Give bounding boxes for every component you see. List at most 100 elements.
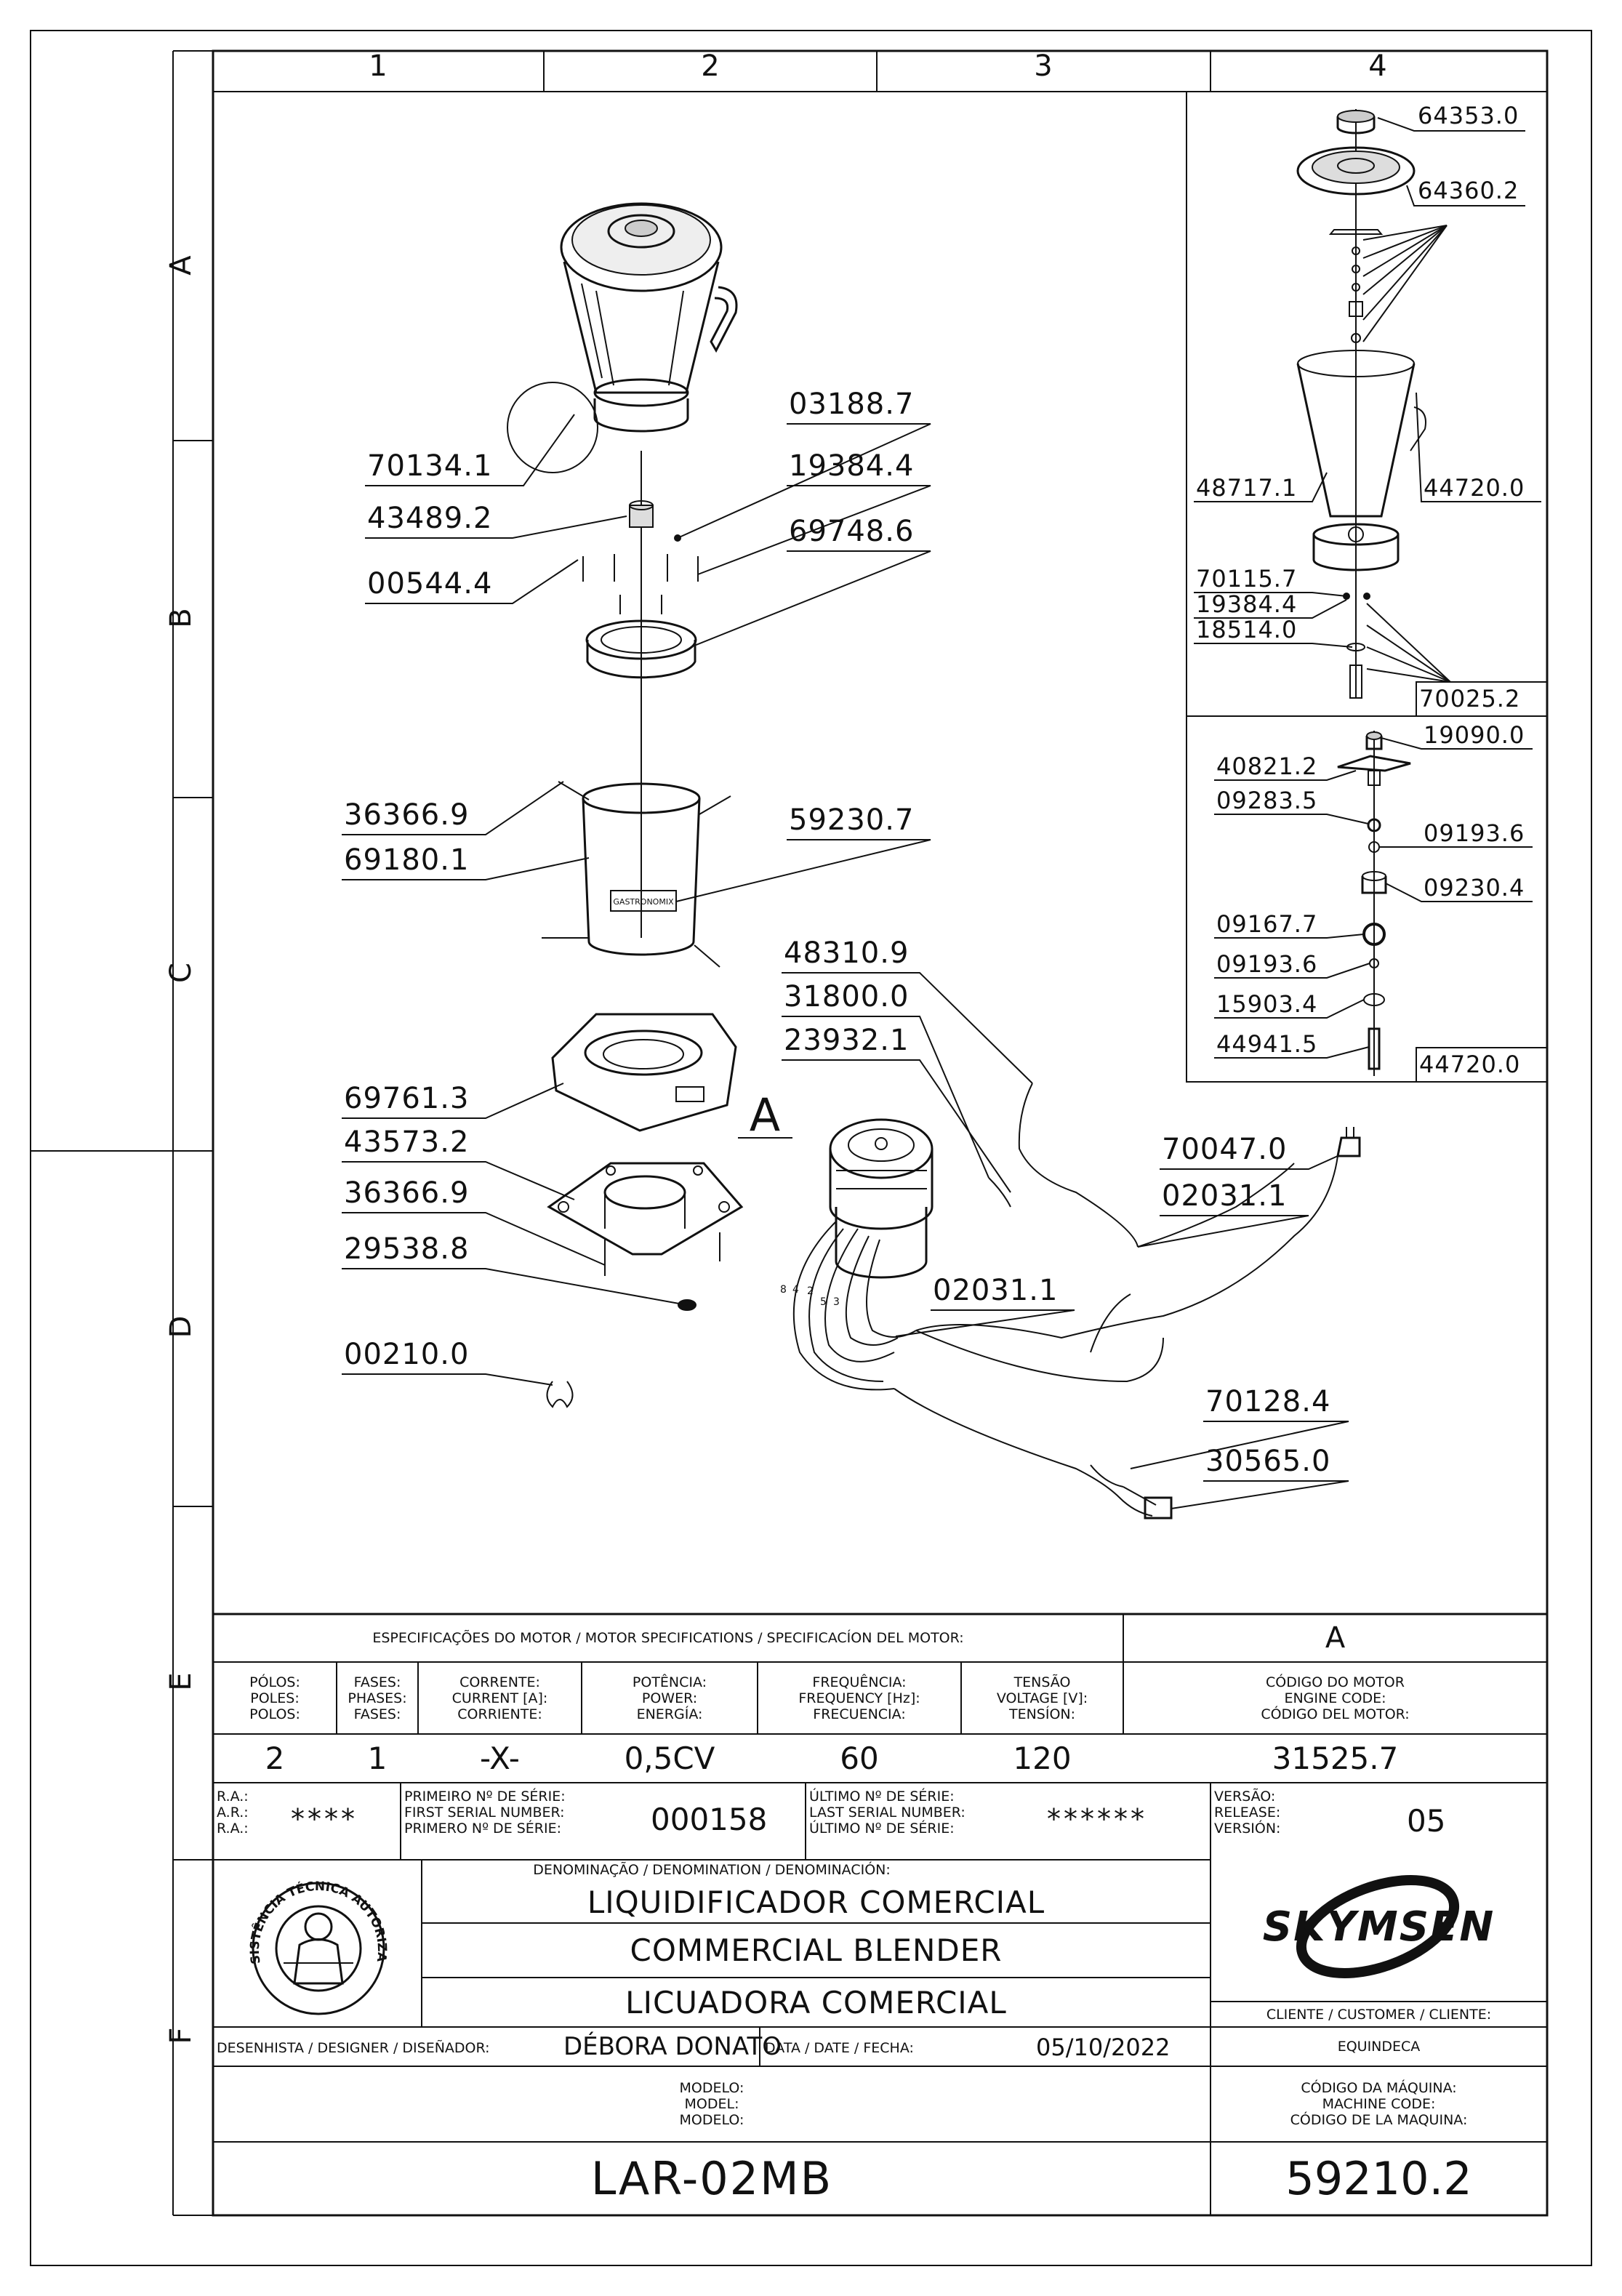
wire-number: 8 <box>780 1284 787 1296</box>
poles-header: PÓLOS:POLES:POLOS: <box>249 1674 300 1722</box>
date-value: 05/10/2022 <box>1036 2034 1171 2061</box>
grid-col-3: 3 <box>1034 49 1052 83</box>
part-label: 30565.0 <box>1205 1445 1331 1478</box>
part-label: 48717.1 <box>1196 474 1298 502</box>
motor-base <box>551 1013 737 1132</box>
part-label: 09283.5 <box>1216 787 1318 814</box>
ra-label: R.A.:A.R.:R.A.: <box>217 1789 249 1837</box>
part-label: 00544.4 <box>367 567 493 601</box>
part-label: 69748.6 <box>789 515 915 548</box>
date-label: DATA / DATE / FECHA: <box>765 2040 914 2056</box>
machine-code-value: 59210.2 <box>1285 2152 1472 2205</box>
coupling <box>629 500 654 528</box>
power-header: POTÊNCIA:POWER:ENERGÍA: <box>632 1674 707 1722</box>
part-label: 02031.1 <box>1162 1179 1288 1213</box>
grid-row-C: C <box>164 963 198 983</box>
part-label: 69761.3 <box>344 1082 470 1115</box>
part-label: 69180.1 <box>344 843 470 877</box>
release-label: VERSÃO:RELEASE:VERSIÓN: <box>1214 1789 1281 1837</box>
grid-row-F: F <box>164 2027 198 2044</box>
frequency-header: FREQUÊNCIA:FREQUENCY [Hz]:FRECUENCIA: <box>798 1674 920 1722</box>
part-label: 70128.4 <box>1205 1385 1331 1418</box>
part-label: 18514.0 <box>1196 616 1298 643</box>
grid-row-B: B <box>164 608 198 627</box>
last-serial-label: ÚLTIMO Nº DE SÉRIE:LAST SERIAL NUMBER:ÚL… <box>809 1789 965 1837</box>
part-label: 15903.4 <box>1216 990 1318 1018</box>
jar-brand-label: GASTRONOMIX <box>613 897 674 907</box>
first-serial-value: 000158 <box>651 1802 768 1837</box>
part-label: 09193.6 <box>1216 950 1318 978</box>
part-label: 48310.9 <box>784 936 910 970</box>
power-value: 0,5CV <box>624 1741 715 1776</box>
current-header: CORRENTE:CURRENT [A]:CORRIENTE: <box>451 1674 548 1722</box>
part-label: 43573.2 <box>344 1125 470 1159</box>
detail-blade-assembly <box>1337 731 1411 1076</box>
phases-value: 1 <box>367 1741 388 1776</box>
name-es: LICUADORA COMERCIAL <box>625 1984 1007 2020</box>
voltage-value: 120 <box>1013 1741 1072 1776</box>
wire-number: 2 <box>807 1285 814 1297</box>
brand-logo: SKYMSEN <box>1262 1903 1495 1951</box>
part-label: 09230.4 <box>1424 874 1525 902</box>
denomination-label: DENOMINAÇÃO / DENOMINATION / DENOMINACIÓ… <box>533 1862 891 1878</box>
part-label: 00210.0 <box>344 1338 470 1371</box>
part-label: 70047.0 <box>1162 1133 1288 1166</box>
part-label: 19384.4 <box>789 449 915 483</box>
phases-header: FASES:PHASES:FASES: <box>348 1674 407 1722</box>
designer-value: DÉBORA DONATO <box>563 2032 782 2061</box>
blender-jar <box>560 202 738 433</box>
ra-value: **** <box>291 1803 358 1835</box>
name-en: COMMERCIAL BLENDER <box>630 1932 1003 1968</box>
motor <box>829 1118 934 1279</box>
model-value: LAR-02MB <box>590 2152 833 2205</box>
part-label: 44720.0 <box>1424 474 1525 502</box>
base-plate <box>585 619 697 679</box>
client-value: EQUINDECA <box>1337 2039 1421 2055</box>
model-labels: MODELO:MODEL:MODELO: <box>679 2080 744 2128</box>
part-label: 23932.1 <box>784 1024 910 1057</box>
engine-code-value: 31525.7 <box>1272 1741 1399 1776</box>
grid-row-D: D <box>164 1316 198 1338</box>
part-label: 19090.0 <box>1424 721 1525 749</box>
detail-jar-assembly <box>1296 109 1451 699</box>
wire-number: 3 <box>833 1296 840 1308</box>
bottom-plate <box>547 1162 744 1256</box>
part-label: 29538.8 <box>344 1232 470 1266</box>
frequency-value: 60 <box>840 1741 879 1776</box>
part-label: 03188.7 <box>789 388 915 421</box>
part-label: 09167.7 <box>1216 910 1318 938</box>
part-label: 70134.1 <box>367 449 493 483</box>
release-value: 05 <box>1407 1803 1446 1839</box>
skymsen-swoosh <box>1296 1875 1460 1978</box>
part-label: 09193.6 <box>1424 819 1525 847</box>
last-serial-value: ****** <box>1047 1803 1147 1835</box>
grid-row-A: A <box>164 255 198 276</box>
part-label: 64353.0 <box>1418 102 1519 129</box>
version-letter: A <box>1325 1621 1346 1655</box>
machine-code-labels: CÓDIGO DA MÁQUINA:MACHINE CODE:CÓDIGO DE… <box>1290 2080 1468 2128</box>
part-label: 44720.0 <box>1419 1051 1521 1078</box>
part-label: 64360.2 <box>1418 177 1519 204</box>
motor-spec-title: ESPECIFICAÇÕES DO MOTOR / MOTOR SPECIFIC… <box>372 1630 964 1646</box>
designer-label: DESENHISTA / DESIGNER / DISEÑADOR: <box>217 2040 490 2056</box>
name-pt: LIQUIDIFICADOR COMERCIAL <box>587 1884 1045 1920</box>
wire-number: 5 <box>820 1296 827 1308</box>
part-label: 70025.2 <box>1419 685 1521 713</box>
current-value: -X- <box>480 1741 520 1776</box>
grid-row-E: E <box>164 1672 198 1690</box>
part-label: 19384.4 <box>1196 590 1298 618</box>
part-label: 59230.7 <box>789 803 915 837</box>
wire-number: 4 <box>792 1284 799 1296</box>
grid-col-1: 1 <box>369 49 387 83</box>
part-label: 70115.7 <box>1196 565 1298 593</box>
part-label: 40821.2 <box>1216 752 1318 780</box>
part-label: 36366.9 <box>344 1176 470 1210</box>
grid-col-2: 2 <box>701 49 719 83</box>
part-label: 31800.0 <box>784 980 910 1013</box>
part-label: 43489.2 <box>367 502 493 535</box>
first-serial-label: PRIMEIRO Nº DE SÉRIE:FIRST SERIAL NUMBER… <box>404 1789 566 1837</box>
